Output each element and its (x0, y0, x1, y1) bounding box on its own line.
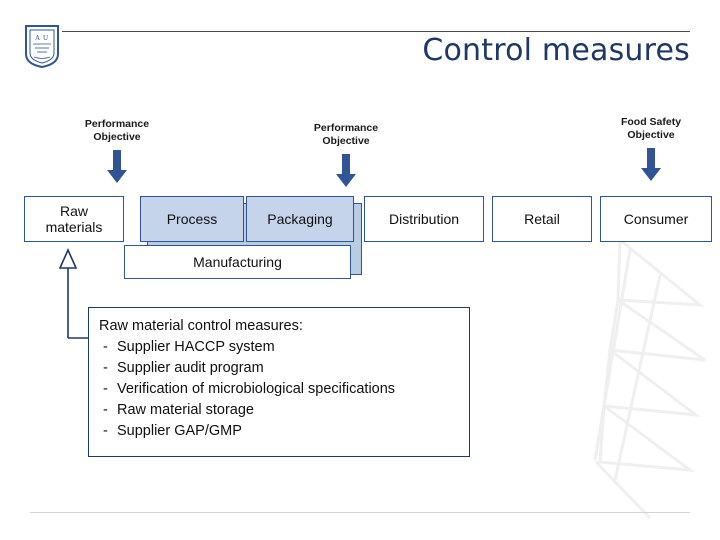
bullet-dash: - (103, 360, 108, 376)
list-item: -Supplier HACCP system (99, 337, 469, 358)
raw-material-control-measures-box: Raw material control measures: -Supplier… (88, 307, 470, 457)
objective-line-1: Food Safety (620, 116, 682, 128)
list-item-label: Supplier HACCP system (117, 339, 275, 355)
chain-box-label: Raw materials (46, 203, 103, 235)
svg-text:A: A (35, 34, 40, 42)
list-item-label: Verification of microbiological specific… (117, 381, 396, 397)
decorative-watermark (500, 230, 720, 520)
chain-box-label: Packaging (267, 211, 333, 227)
page-title: Control measures (422, 33, 690, 68)
food-safety-objective-label: Food Safety Objective (596, 116, 706, 142)
bullet-dash: - (103, 423, 108, 439)
chain-label-line-2: materials (45, 219, 103, 235)
list-item-label: Supplier GAP/GMP (117, 423, 242, 439)
callout-title: Raw material control measures: (99, 318, 303, 334)
manufacturing-label: Manufacturing (193, 254, 282, 270)
university-crest-logo: A U (24, 24, 60, 68)
list-item-label: Raw material storage (117, 402, 254, 418)
performance-objective-label-2: Performance Objective (291, 122, 401, 148)
chain-box-process[interactable]: Process (140, 196, 244, 242)
chain-box-packaging[interactable]: Packaging (246, 196, 354, 242)
objective-line-2: Objective (322, 135, 370, 147)
chain-box-consumer[interactable]: Consumer (600, 196, 712, 242)
objective-line-2: Objective (93, 131, 141, 143)
chain-box-retail[interactable]: Retail (492, 196, 592, 242)
svg-text:U: U (43, 34, 48, 42)
chain-box-label: Retail (524, 211, 560, 227)
list-item: -Supplier audit program (99, 358, 469, 379)
chain-box-raw-materials[interactable]: Raw materials (24, 196, 124, 242)
down-arrow-icon (640, 148, 662, 182)
list-item: -Supplier GAP/GMP (99, 421, 469, 442)
chain-label-line-1: Raw (59, 203, 88, 219)
performance-objective-label-1: Performance Objective (62, 118, 172, 144)
control-measures-list: -Supplier HACCP system -Supplier audit p… (99, 337, 469, 442)
down-arrow-icon (106, 150, 128, 184)
chain-box-label: Distribution (388, 211, 460, 227)
objective-line-1: Performance (84, 118, 150, 130)
objective-line-2: Objective (627, 129, 675, 141)
objective-line-1: Performance (313, 122, 379, 134)
list-item-label: Supplier audit program (117, 360, 264, 376)
list-item: -Verification of microbiological specifi… (99, 379, 469, 400)
list-item: -Raw material storage (99, 400, 469, 421)
bullet-dash: - (103, 402, 108, 418)
chain-box-distribution[interactable]: Distribution (364, 196, 484, 242)
bullet-dash: - (103, 339, 108, 355)
down-arrow-icon (335, 154, 357, 188)
manufacturing-box[interactable]: Manufacturing (124, 245, 351, 279)
chain-box-label: Consumer (623, 211, 689, 227)
bullet-dash: - (103, 381, 108, 397)
footer-divider (30, 512, 690, 513)
chain-box-label: Process (166, 211, 218, 227)
header-divider (62, 31, 690, 32)
